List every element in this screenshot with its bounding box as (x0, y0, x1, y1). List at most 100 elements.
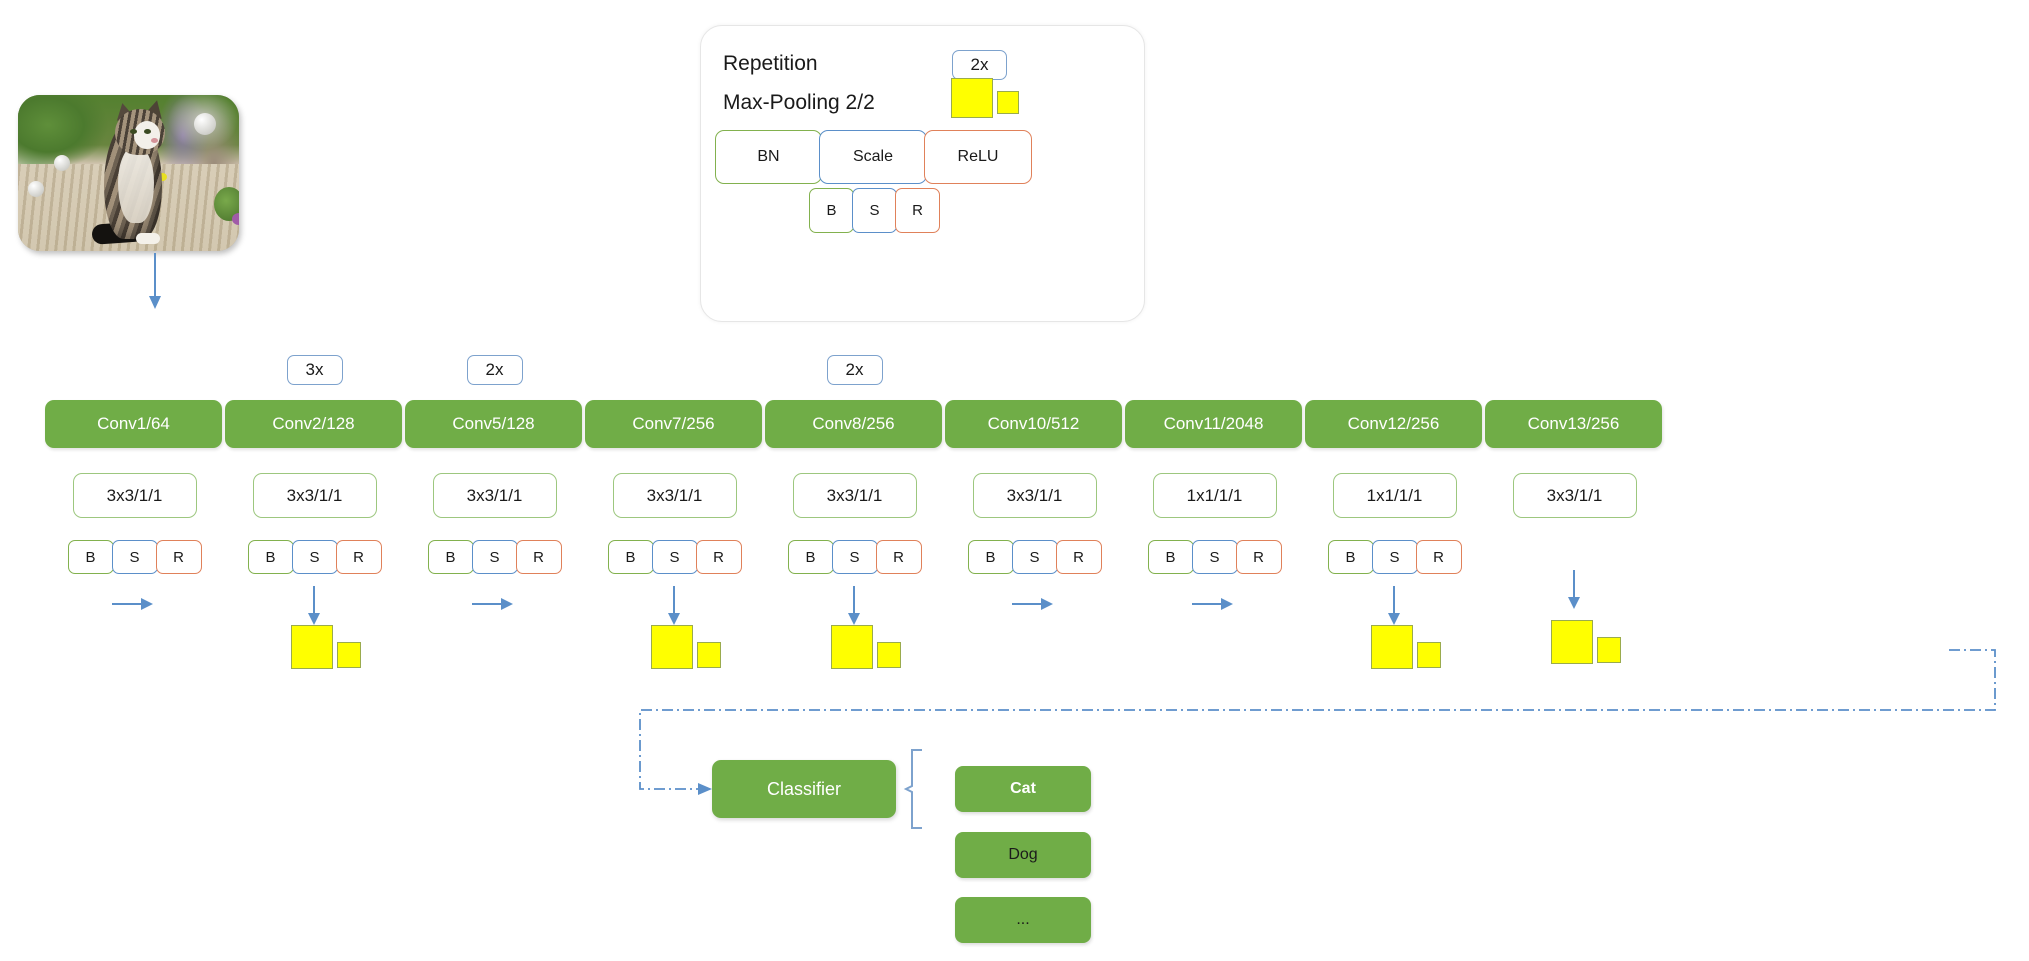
output-class-more[interactable]: ... (955, 897, 1091, 943)
flow-arrow-down (307, 586, 320, 625)
conv-block-label: Conv11/2048 (1163, 414, 1264, 433)
conv-block-conv8-256[interactable]: Conv8/256 (765, 400, 942, 448)
bsr-s-box: S (471, 540, 518, 574)
legend-b-label: B (826, 202, 837, 219)
legend-r-box: R (895, 188, 940, 233)
conv-block-conv1-64[interactable]: Conv1/64 (45, 400, 222, 448)
bsr-b-box: B (67, 540, 114, 574)
kernel-spec-label: 3x3/1/1 (466, 485, 523, 505)
kernel-spec-label: 3x3/1/1 (1006, 485, 1063, 505)
cat-eye-left (130, 129, 137, 134)
legend-s-box: S (852, 188, 897, 233)
conv-block-conv13-256[interactable]: Conv13/256 (1485, 400, 1662, 448)
bsr-s-box: S (1011, 540, 1058, 574)
flow-arrow-down (1387, 586, 1400, 625)
output-brace (903, 749, 922, 829)
classifier-label: Classifier (766, 778, 841, 799)
conv-block-conv7-256[interactable]: Conv7/256 (585, 400, 762, 448)
output-class-cat-label: Cat (1010, 780, 1036, 797)
output-class-dog[interactable]: Dog (955, 832, 1091, 878)
input-image-cat-photo (18, 95, 239, 251)
conv-block-conv10-512[interactable]: Conv10/512 (945, 400, 1122, 448)
legend-maxpool-large-icon (951, 78, 993, 118)
legend-r-label: R (912, 202, 923, 219)
bsr-s-label: S (1029, 548, 1040, 566)
bsr-s-label: S (309, 548, 320, 566)
bsr-b-label: B (805, 548, 816, 566)
bsr-s-label: S (489, 548, 500, 566)
bsr-b-label: B (985, 548, 996, 566)
cat-nose (151, 138, 158, 143)
conv-block-conv5-128[interactable]: Conv5/128 (405, 400, 582, 448)
bsr-r-label: R (1073, 548, 1084, 566)
bsr-r-box: R (515, 540, 562, 574)
maxpool-large-icon (830, 625, 873, 669)
kernel-spec-label: 3x3/1/1 (646, 485, 703, 505)
bsr-s-label: S (669, 548, 680, 566)
bsr-r-label: R (893, 548, 904, 566)
cat-paws (136, 233, 160, 244)
bsr-s-label: S (1209, 548, 1220, 566)
repetition-badge-conv8-256: 2x (826, 355, 883, 385)
flow-arrow-down (847, 586, 860, 625)
bsr-b-label: B (265, 548, 276, 566)
photo-orb (194, 113, 216, 135)
bsr-r-box: R (875, 540, 922, 574)
conv-block-label: Conv2/128 (272, 414, 355, 433)
legend-relu-box: ReLU (924, 130, 1032, 184)
bsr-r-label: R (533, 548, 544, 566)
bsr-r-label: R (713, 548, 724, 566)
photo-flower-yellow (158, 173, 167, 181)
flow-arrow-right (1011, 598, 1053, 610)
conv-block-conv11-2048[interactable]: Conv11/2048 (1125, 400, 1302, 448)
conv-block-label: Conv5/128 (452, 414, 535, 433)
legend-panel: Repetition 2x Max-Pooling 2/2 BN Scale R… (700, 25, 1145, 322)
bsr-s-box: S (1191, 540, 1238, 574)
repetition-badge-text: 2x (845, 360, 864, 379)
output-class-cat[interactable]: Cat (955, 766, 1091, 812)
kernel-spec-conv13-256: 3x3/1/1 (1512, 473, 1637, 518)
maxpool-large-icon (1550, 620, 1593, 664)
legend-scale-label: Scale (852, 148, 894, 165)
maxpool-small-icon (1416, 642, 1441, 668)
kernel-spec-conv11-2048: 1x1/1/1 (1152, 473, 1277, 518)
cat-eye-right (144, 129, 151, 134)
kernel-spec-conv10-512: 3x3/1/1 (972, 473, 1097, 518)
bsr-s-label: S (129, 548, 140, 566)
legend-s-label: S (869, 202, 880, 219)
kernel-spec-conv1-64: 3x3/1/1 (72, 473, 197, 518)
photo-orb (28, 181, 44, 197)
flow-arrow-right (1191, 598, 1233, 610)
cat-chest (118, 145, 154, 223)
repetition-badge-conv2-128: 3x (286, 355, 343, 385)
kernel-spec-label: 1x1/1/1 (1366, 485, 1423, 505)
maxpool-small-icon (336, 642, 361, 668)
bsr-r-box: R (1415, 540, 1462, 574)
kernel-spec-conv8-256: 3x3/1/1 (792, 473, 917, 518)
conv-block-conv12-256[interactable]: Conv12/256 (1305, 400, 1482, 448)
bsr-b-box: B (607, 540, 654, 574)
bsr-r-box: R (1055, 540, 1102, 574)
classifier-block[interactable]: Classifier (712, 760, 896, 818)
bsr-b-label: B (445, 548, 456, 566)
conv-block-conv2-128[interactable]: Conv2/128 (225, 400, 402, 448)
bsr-b-label: B (1345, 548, 1356, 566)
conv-block-label: Conv12/256 (1347, 414, 1440, 433)
bsr-r-box: R (155, 540, 202, 574)
bsr-r-box: R (1235, 540, 1282, 574)
flow-arrow-right (111, 598, 153, 610)
bsr-s-label: S (849, 548, 860, 566)
kernel-spec-label: 3x3/1/1 (106, 485, 163, 505)
conv-block-label: Conv8/256 (812, 414, 895, 433)
output-class-more-label: ... (1016, 911, 1030, 928)
conv-block-label: Conv1/64 (97, 414, 170, 433)
photo-flower-violet (232, 213, 239, 225)
repetition-badge-text: 2x (485, 360, 504, 379)
maxpool-large-icon (290, 625, 333, 669)
flow-arrow-down (1567, 570, 1580, 609)
kernel-spec-conv2-128: 3x3/1/1 (252, 473, 377, 518)
conv-block-label: Conv7/256 (632, 414, 715, 433)
bsr-r-label: R (353, 548, 364, 566)
bsr-r-box: R (335, 540, 382, 574)
maxpool-small-icon (696, 642, 721, 668)
